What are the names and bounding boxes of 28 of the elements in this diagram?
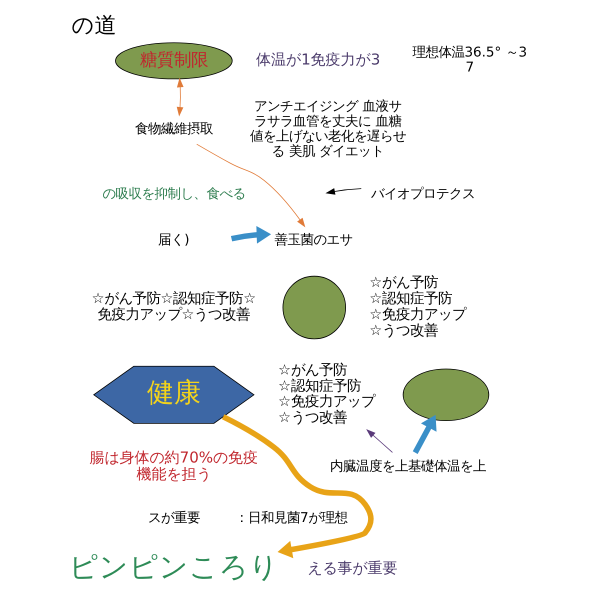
- label: ：日和見菌7が理想: [234, 510, 348, 526]
- label: の吸収を抑制し、食べる: [102, 186, 246, 202]
- node-text: ピンピンころり: [68, 549, 279, 584]
- node-text: バイオプロテクス: [370, 186, 475, 202]
- arrow: [222, 414, 374, 558]
- label: 体温が1免疫力が3: [256, 50, 380, 69]
- label: 届く): [158, 232, 190, 248]
- label: スが重要: [148, 510, 200, 526]
- arrow: [325, 188, 362, 195]
- label: える事が重要: [307, 559, 398, 578]
- node-text: ☆がん予防 ☆認知症予防 ☆免疫力アップ ☆うつ改善: [369, 275, 466, 339]
- label: アンチエイジング 血液サラサラ血管を丈夫に 血糖値を上げない老化を遅らせる 美肌 ダイエット: [250, 98, 406, 160]
- node-ellipse: 糖質制限: [115, 42, 233, 80]
- arrow: [196, 144, 306, 228]
- arrow: [230, 226, 272, 244]
- label: 腸は身体の約70%の免疫機能を担う: [90, 448, 258, 484]
- arrow: [176, 78, 184, 117]
- node-text: 食物繊維摂取: [134, 121, 213, 138]
- label: 理想体温36.5° ～37: [412, 44, 528, 76]
- node-ellipse: [402, 368, 490, 421]
- node-text: 善玉菌のエサ: [274, 232, 352, 248]
- node-circle: [282, 276, 346, 340]
- arrow: [366, 429, 393, 453]
- node-text: ☆がん予防 ☆認知症予防 ☆免疫力アップ ☆うつ改善: [278, 362, 375, 426]
- label: ☆がん予防☆認知症予防☆免疫力アップ☆うつ改善: [92, 291, 256, 323]
- arrow: [412, 414, 437, 454]
- node-text: 内臓温度を上基礎体温を上: [330, 458, 486, 474]
- diagram-title: の道: [72, 12, 117, 39]
